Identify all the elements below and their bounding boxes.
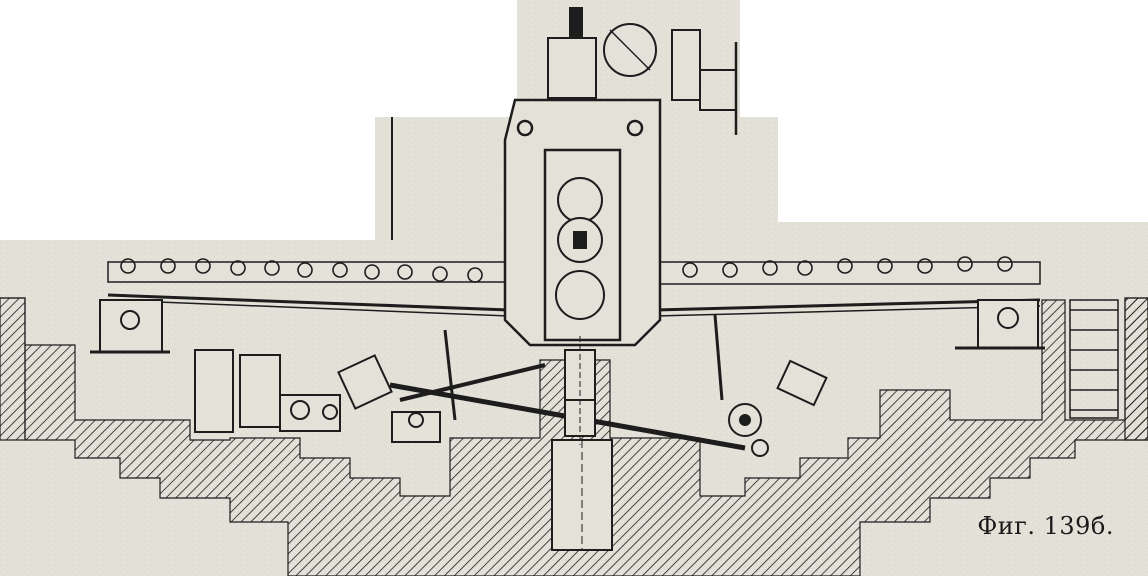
top-drive [547, 7, 738, 135]
right-stairs [1069, 299, 1119, 419]
left-bearing-housing [90, 299, 170, 354]
counterweights [337, 354, 828, 410]
right-bearing-housing [955, 299, 1045, 350]
center-spindle [564, 336, 596, 445]
right-rollers [682, 256, 1013, 278]
left-drive-group [194, 349, 341, 433]
rolls [555, 177, 605, 320]
left-rollers [120, 258, 483, 283]
pivot-blocks [391, 403, 769, 457]
figure-caption: Фиг. 139б. [977, 512, 1114, 540]
